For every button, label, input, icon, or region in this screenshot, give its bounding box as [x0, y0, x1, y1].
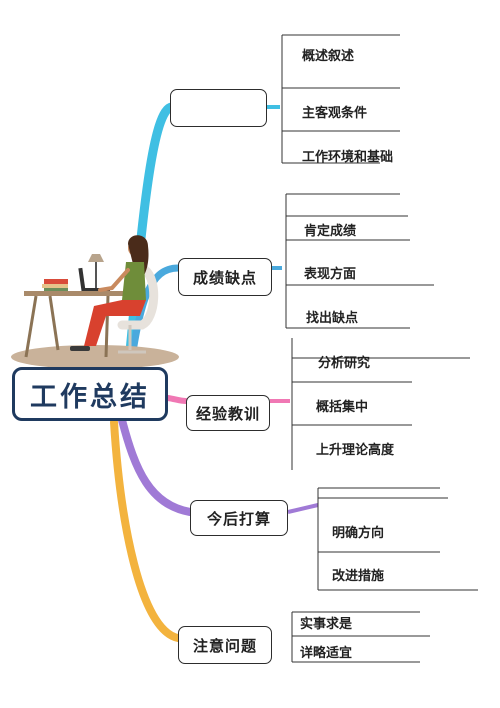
leaf-2-3: 找出缺点 [306, 311, 359, 326]
leaf-1-2: 主客观条件 [302, 106, 368, 121]
bracket-branch-3 [291, 338, 470, 470]
connector-branch-4 [118, 416, 194, 516]
bracket-branch-2 [285, 193, 434, 329]
leaf-3-1: 分析研究 [318, 356, 371, 371]
leaf-2-2: 表现方面 [304, 267, 357, 282]
leaf-3-3: 上升理论高度 [316, 443, 395, 458]
person-at-desk-illustration [11, 235, 179, 369]
leaf-5-1: 实事求是 [300, 617, 353, 632]
branch-5-box: 注意问题 [178, 626, 272, 664]
branch-4-box: 今后打算 [190, 500, 288, 536]
leaf-1-1: 概述叙述 [302, 49, 355, 64]
connector-branch-3 [165, 395, 189, 404]
leaf-4-2: 改进措施 [332, 569, 385, 584]
leaf-1-3: 工作环境和基础 [302, 150, 394, 165]
bracket-branch-1 [281, 34, 400, 164]
connector-branch-5 [110, 418, 182, 642]
leaf-3-2: 概括集中 [316, 400, 369, 415]
bracket-branch-5 [291, 611, 430, 663]
leaf-4-1: 明确方向 [332, 526, 385, 541]
central-topic: 工作总结 [12, 367, 168, 421]
branch-3-box: 经验教训 [186, 395, 270, 431]
branch-1-box [170, 89, 267, 127]
stub-branch-4 [287, 503, 319, 514]
leaf-2-1: 肯定成绩 [304, 224, 357, 239]
leaf-5-2: 详略适宜 [300, 646, 353, 661]
bracket-branch-4 [317, 487, 478, 591]
branch-2-box: 成绩缺点 [178, 258, 272, 296]
